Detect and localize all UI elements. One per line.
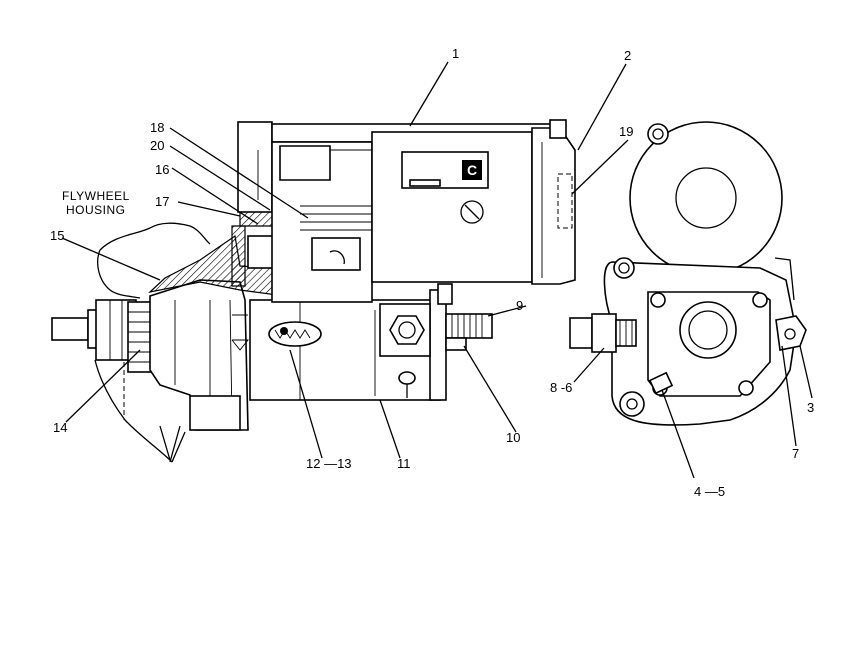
motor-end-circle (629, 121, 783, 275)
callout-15: 15 (50, 228, 64, 243)
screw-icon (460, 200, 484, 224)
callout-14: 14 (53, 420, 67, 435)
callout-16: 16 (155, 162, 169, 177)
callout-10: 10 (506, 430, 520, 445)
leader-lines (61, 61, 813, 479)
callout-8-6: 8 -6 (550, 380, 572, 395)
flywheel-housing-label-line2: HOUSING (66, 203, 126, 217)
terminal-stud (445, 313, 493, 339)
callout-1: 1 (452, 46, 459, 61)
callout-12-13: 12 —13 (306, 456, 352, 471)
side-view: C (51, 119, 576, 463)
callout-9: 9 (516, 298, 523, 313)
pinion-shaft (51, 317, 89, 341)
callout-4-5: 4 —5 (694, 484, 725, 499)
plunger-spring (268, 321, 322, 347)
flywheel-housing-label-line1: FLYWHEEL (62, 189, 130, 203)
rear-end-frame (531, 127, 576, 285)
mounting-flange (237, 121, 273, 213)
svg-text:C: C (467, 162, 477, 178)
callout-17: 17 (155, 194, 169, 209)
callout-3: 3 (807, 400, 814, 415)
flywheel-housing-outline (94, 222, 211, 463)
callout-11: 11 (397, 456, 411, 471)
callout-2: 2 (624, 48, 631, 63)
callout-7: 7 (792, 446, 799, 461)
cat-logo-icon (462, 160, 482, 180)
end-view (569, 121, 807, 426)
solenoid-terminal-nut (389, 315, 425, 345)
callout-18: 18 (150, 120, 164, 135)
shaft-bore (679, 301, 737, 359)
callout-20: 20 (150, 138, 164, 153)
callout-19: 19 (619, 124, 633, 139)
